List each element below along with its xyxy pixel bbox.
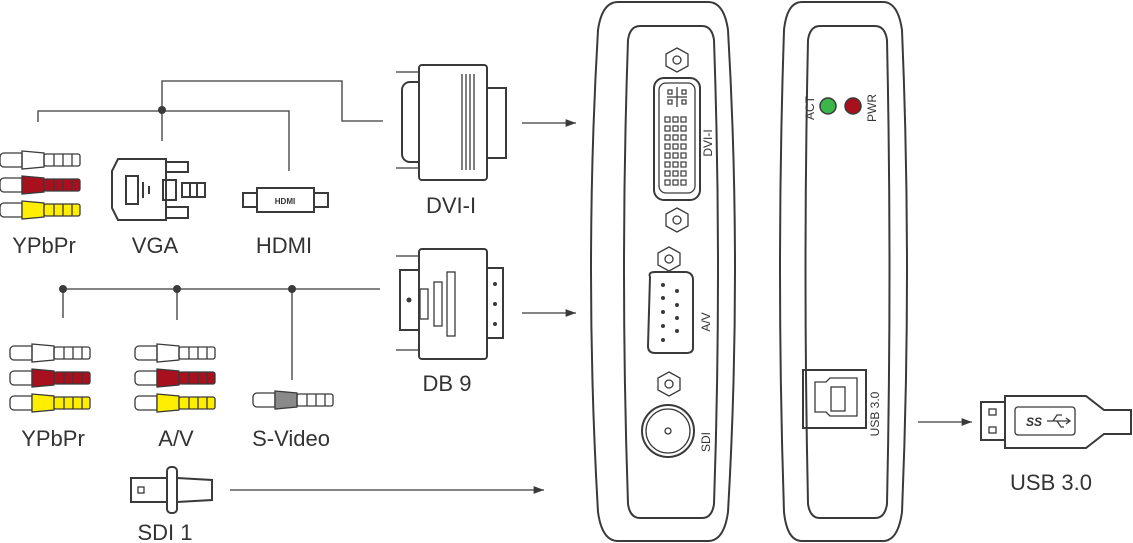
dvi-port <box>653 47 701 233</box>
db9-adapter-label: DB 9 <box>423 371 472 396</box>
bottom-wiring <box>59 285 380 380</box>
dvi-pin <box>672 152 679 159</box>
sdi-port-label: SDI <box>699 432 713 452</box>
dvi-pin <box>680 161 687 168</box>
dvi-pin <box>664 134 671 141</box>
av-port <box>646 246 694 397</box>
dvi-pin <box>680 125 687 132</box>
av-connector <box>134 343 216 413</box>
dvi-pin <box>680 116 687 123</box>
act-led-icon <box>819 97 837 115</box>
dvi-pin <box>680 179 687 186</box>
dvi-pin <box>672 161 679 168</box>
svg-text:SS: SS <box>1026 415 1042 429</box>
svg-text:HDMI: HDMI <box>275 197 295 206</box>
av-label: A/V <box>158 426 194 451</box>
dvi-pin <box>680 152 687 159</box>
av-port-label: A/V <box>699 312 713 331</box>
dvi-pin <box>664 179 671 186</box>
dvi-pin <box>664 116 671 123</box>
vga-label: VGA <box>132 233 179 258</box>
dvi-pin <box>664 152 671 159</box>
act-label: ACT <box>803 95 817 120</box>
ypbpr-bottom-connector <box>9 343 91 413</box>
dvi-pin <box>672 170 679 177</box>
dvi-pin <box>672 125 679 132</box>
svideo-label: S-Video <box>252 426 330 451</box>
dvi-pin <box>664 170 671 177</box>
usb-b-port <box>802 369 867 429</box>
dvi-pin <box>680 170 687 177</box>
dvi-pin <box>680 143 687 150</box>
top-wiring <box>37 80 383 171</box>
usb-port-label: USB 3.0 <box>868 391 882 436</box>
svideo-connector <box>252 390 334 410</box>
db9-adapter <box>396 248 504 360</box>
ypbpr-top-label: YPbPr <box>12 233 76 258</box>
dvi-pin <box>672 116 679 123</box>
pwr-led-icon <box>844 97 862 115</box>
dvi-pin <box>664 143 671 150</box>
usb-plug: SS <box>980 395 1132 449</box>
ypbpr-top-connector <box>0 150 81 220</box>
device-front-panel <box>590 0 736 542</box>
pwr-label: PWR <box>865 94 879 122</box>
device-back-panel <box>779 0 908 542</box>
dvi-pin <box>672 143 679 150</box>
dvi-pin <box>672 179 679 186</box>
dvi-pin <box>680 134 687 141</box>
dvi-pin <box>672 134 679 141</box>
dvi-adapter <box>396 64 507 181</box>
sdi-connector <box>130 466 213 514</box>
vga-connector <box>111 158 206 221</box>
hdmi-label: HDMI <box>256 233 312 258</box>
dvi-pin <box>664 161 671 168</box>
usb-output-label: USB 3.0 <box>1010 470 1092 495</box>
ypbpr-bottom-label: YPbPr <box>21 426 85 451</box>
dvi-port-label: DVI-I <box>701 129 715 156</box>
dvi-adapter-label: DVI-I <box>426 193 476 218</box>
sdi-port <box>641 404 695 458</box>
dvi-pin <box>664 125 671 132</box>
hdmi-connector: HDMI <box>242 187 329 213</box>
sdi-label: SDI 1 <box>137 520 192 543</box>
